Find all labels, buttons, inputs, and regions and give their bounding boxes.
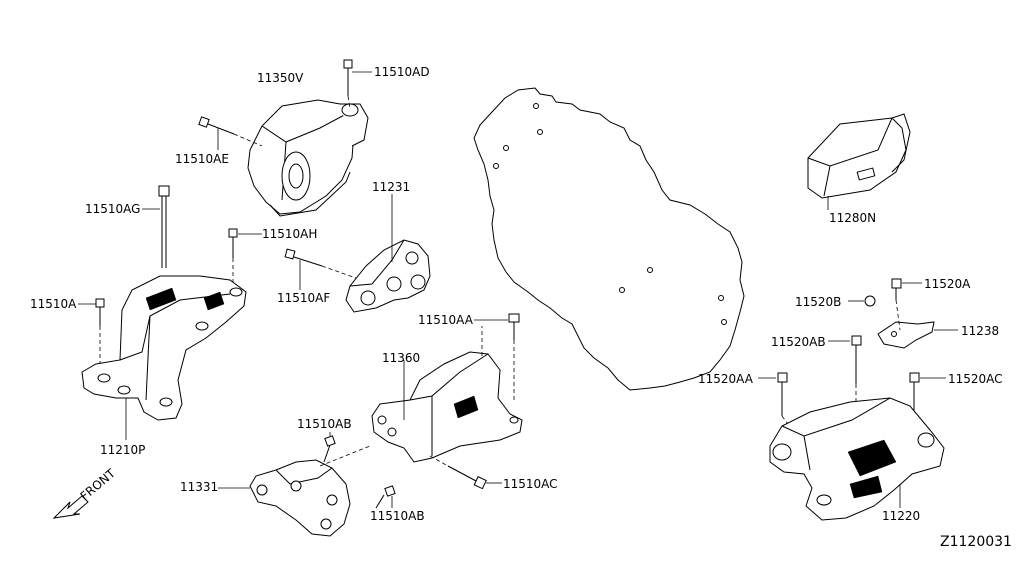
label-11360: 11360 — [382, 351, 421, 365]
module-11280n — [807, 113, 911, 210]
front-arrow-icon — [52, 495, 89, 519]
bolt-11510ac — [429, 455, 502, 490]
bolt-11510ab-top — [323, 432, 336, 463]
label-11520b: 11520B — [795, 295, 842, 309]
bracket-11331 — [218, 445, 371, 537]
bolt-11510ah — [228, 228, 262, 285]
label-11510ad: 11510AD — [374, 65, 430, 79]
label-11231: 11231 — [372, 180, 411, 194]
label-11510ab-top: 11510AB — [297, 417, 352, 431]
bolt-11520ab — [828, 335, 862, 410]
bolt-11510af — [284, 248, 357, 290]
bolt-11510a — [78, 298, 105, 372]
label-11520ac: 11520AC — [948, 372, 1003, 386]
diagram-id: Z1120031 — [940, 534, 1012, 550]
label-11331: 11331 — [180, 480, 219, 494]
label-11510ac: 11510AC — [503, 477, 558, 491]
nut-11520b — [848, 295, 876, 307]
label-11520ab: 11520AB — [771, 335, 826, 349]
mount-11350v — [247, 99, 369, 217]
label-11238: 11238 — [961, 324, 1000, 338]
label-11520aa: 11520AA — [698, 372, 753, 386]
bracket-11231 — [345, 194, 431, 313]
label-11510a: 11510A — [30, 297, 77, 311]
engine-block — [473, 87, 745, 391]
label-11220: 11220 — [882, 509, 921, 523]
bracket-11238 — [877, 321, 958, 349]
label-11510af: 11510AF — [277, 291, 331, 305]
label-11510ag: 11510AG — [85, 202, 141, 216]
bracket-11360 — [371, 326, 523, 463]
label-11210p: 11210P — [100, 443, 146, 457]
label-11280n: 11280N — [829, 211, 877, 225]
bolt-11510ad — [343, 59, 372, 109]
mount-11220 — [769, 397, 945, 521]
bolt-11510ae — [198, 116, 263, 150]
label-11520a: 11520A — [924, 277, 971, 291]
label-11350v: 11350V — [257, 71, 304, 85]
label-11510ab-bottom: 11510AB — [370, 509, 425, 523]
bracket-11210p — [81, 275, 247, 440]
bolt-11510ag — [142, 185, 170, 268]
bolt-11510ab-bottom — [375, 485, 396, 509]
label-11510ae: 11510AE — [175, 152, 229, 166]
label-11510ah: 11510AH — [262, 227, 318, 241]
label-11510aa: 11510AA — [418, 313, 473, 327]
bolt-11510aa — [474, 313, 520, 340]
bolt-11520a — [891, 278, 922, 331]
